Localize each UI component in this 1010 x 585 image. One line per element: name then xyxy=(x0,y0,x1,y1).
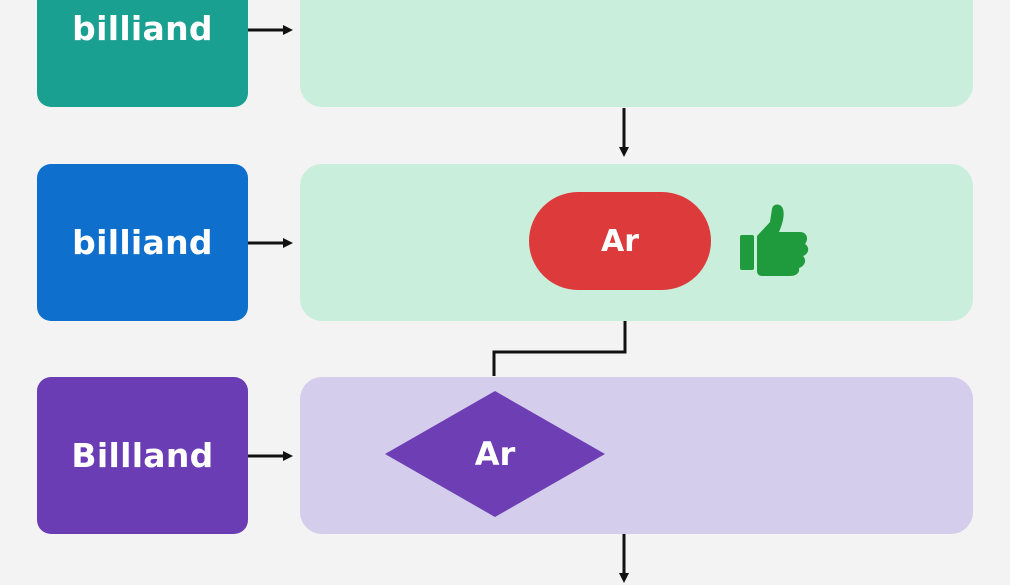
thumbs-up-icon xyxy=(740,204,809,276)
terminator-shape: Ar xyxy=(529,192,711,290)
decision-label: Ar xyxy=(474,435,516,473)
row-1-lane xyxy=(300,0,973,107)
row-2-label-box: billiand xyxy=(37,164,248,321)
lane-2-to-3-connector xyxy=(492,321,627,376)
decision-diamond xyxy=(385,391,605,517)
row-2-label: billiand xyxy=(72,223,213,262)
terminator-label: Ar xyxy=(600,223,639,259)
row-3-label: Billland xyxy=(71,436,214,475)
row-1-label-box: billiand xyxy=(37,0,248,107)
decision-label-wrap: Ar xyxy=(385,391,605,517)
row-1-label: billiand xyxy=(72,9,213,48)
row-3-label-box: Billland xyxy=(37,377,248,534)
